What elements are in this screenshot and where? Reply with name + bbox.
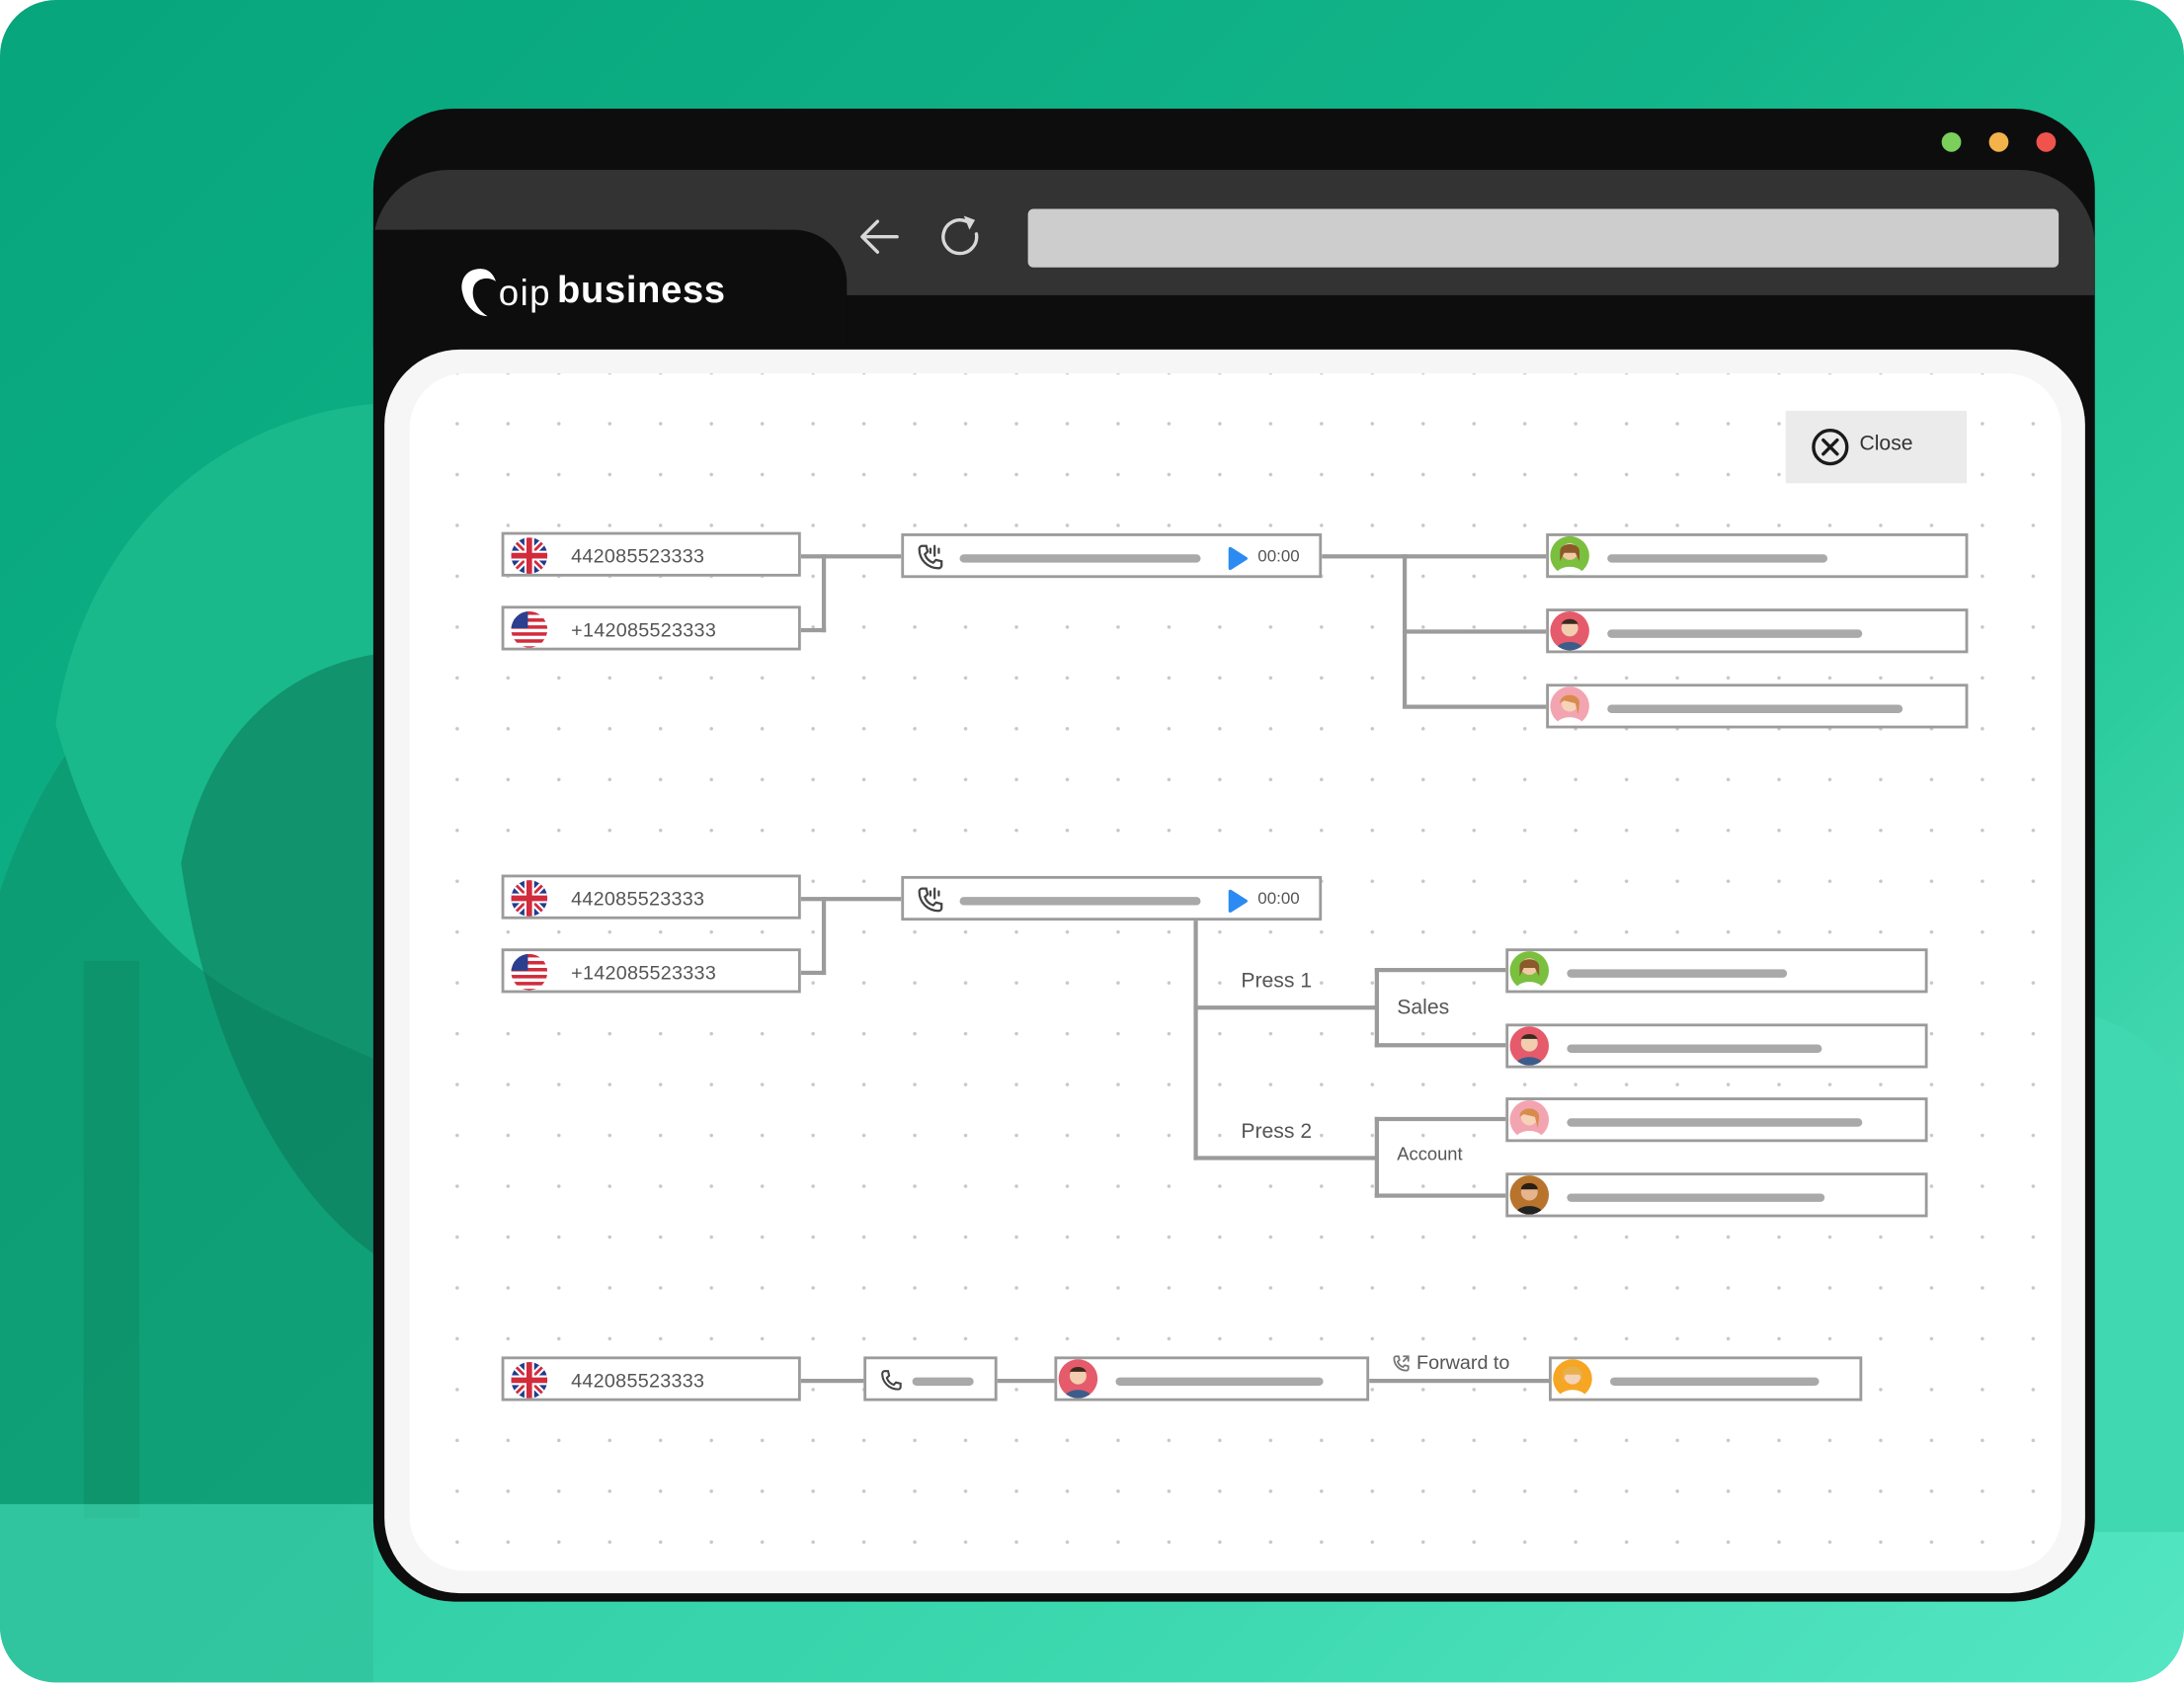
logo-name: business bbox=[557, 269, 726, 311]
phone-number: 442085523333 bbox=[571, 1369, 705, 1392]
us-flag-icon bbox=[511, 953, 548, 991]
avatar-woman-green-icon bbox=[1550, 535, 1589, 576]
phone-number-box[interactable]: 442085523333 bbox=[501, 1356, 801, 1402]
logo-prefix: oip bbox=[498, 271, 551, 314]
phone-number: +142085523333 bbox=[571, 618, 717, 641]
avatar-man-red-icon bbox=[1509, 1026, 1550, 1066]
phone-audio-icon bbox=[918, 887, 943, 913]
agent-box[interactable] bbox=[1505, 948, 1928, 994]
option-press-label: Press 2 bbox=[1241, 1119, 1313, 1144]
arrow-left-icon bbox=[860, 219, 899, 254]
agent-box[interactable] bbox=[1054, 1356, 1370, 1402]
reload-button[interactable] bbox=[936, 211, 987, 262]
uk-flag-icon bbox=[511, 537, 548, 574]
window-dot-green[interactable] bbox=[1941, 131, 1962, 152]
avatar-woman-green-icon bbox=[1509, 951, 1550, 991]
agent-box[interactable] bbox=[1546, 683, 1969, 729]
phone-icon bbox=[881, 1370, 902, 1391]
address-bar[interactable] bbox=[1027, 208, 2060, 268]
window-dot-yellow[interactable] bbox=[1988, 131, 2009, 152]
agent-box[interactable] bbox=[1546, 533, 1969, 579]
phone-number-box[interactable]: +142085523333 bbox=[501, 605, 801, 651]
phone-number: +142085523333 bbox=[571, 960, 717, 984]
agent-box[interactable] bbox=[1546, 608, 1969, 654]
audio-time: 00:00 bbox=[1257, 545, 1300, 566]
avatar-man-brown-icon bbox=[1509, 1175, 1550, 1215]
uk-flag-icon bbox=[511, 880, 548, 917]
avatar-man-red-icon bbox=[1550, 611, 1589, 651]
phone-number-box[interactable]: +142085523333 bbox=[501, 948, 801, 994]
option-group-label: Account bbox=[1397, 1143, 1463, 1164]
close-circle-icon bbox=[1812, 429, 1849, 466]
option-group-label: Sales bbox=[1397, 996, 1450, 1020]
forward-label: Forward to bbox=[1416, 1350, 1510, 1374]
agent-box[interactable] bbox=[1505, 1097, 1928, 1143]
close-button[interactable]: Close bbox=[1785, 410, 1968, 484]
greeting-audio-box[interactable]: 00:00 bbox=[901, 533, 1323, 579]
browser-tab-curve bbox=[418, 229, 837, 297]
agent-box[interactable] bbox=[1505, 1172, 1928, 1218]
play-icon[interactable] bbox=[1224, 546, 1249, 571]
us-flag-icon bbox=[511, 611, 548, 648]
option-press-label: Press 1 bbox=[1241, 969, 1313, 994]
forward-call-icon bbox=[1393, 1355, 1410, 1372]
reload-icon bbox=[941, 215, 979, 256]
avatar-woman-pink-icon bbox=[1509, 1099, 1550, 1140]
audio-time: 00:00 bbox=[1257, 888, 1300, 909]
phone-audio-icon bbox=[918, 544, 943, 570]
greeting-audio-box[interactable]: 00:00 bbox=[901, 875, 1323, 922]
logo-mark-icon bbox=[461, 269, 496, 317]
phone-number: 442085523333 bbox=[571, 544, 705, 567]
phone-number: 442085523333 bbox=[571, 887, 705, 910]
window-dot-red[interactable] bbox=[2036, 131, 2057, 152]
uk-flag-icon bbox=[511, 1362, 548, 1399]
forward-target-box[interactable] bbox=[1549, 1356, 1863, 1402]
phone-number-box[interactable]: 442085523333 bbox=[501, 874, 801, 920]
call-step-box[interactable] bbox=[863, 1356, 998, 1402]
close-label: Close bbox=[1859, 432, 1913, 456]
agent-box[interactable] bbox=[1505, 1023, 1928, 1069]
avatar-woman-pink-icon bbox=[1550, 686, 1589, 726]
avatar-woman-orange-icon bbox=[1553, 1359, 1592, 1399]
play-icon[interactable] bbox=[1224, 889, 1249, 914]
avatar-man-red-icon bbox=[1058, 1359, 1098, 1399]
back-button[interactable] bbox=[855, 211, 906, 262]
phone-number-box[interactable]: 442085523333 bbox=[501, 531, 801, 577]
